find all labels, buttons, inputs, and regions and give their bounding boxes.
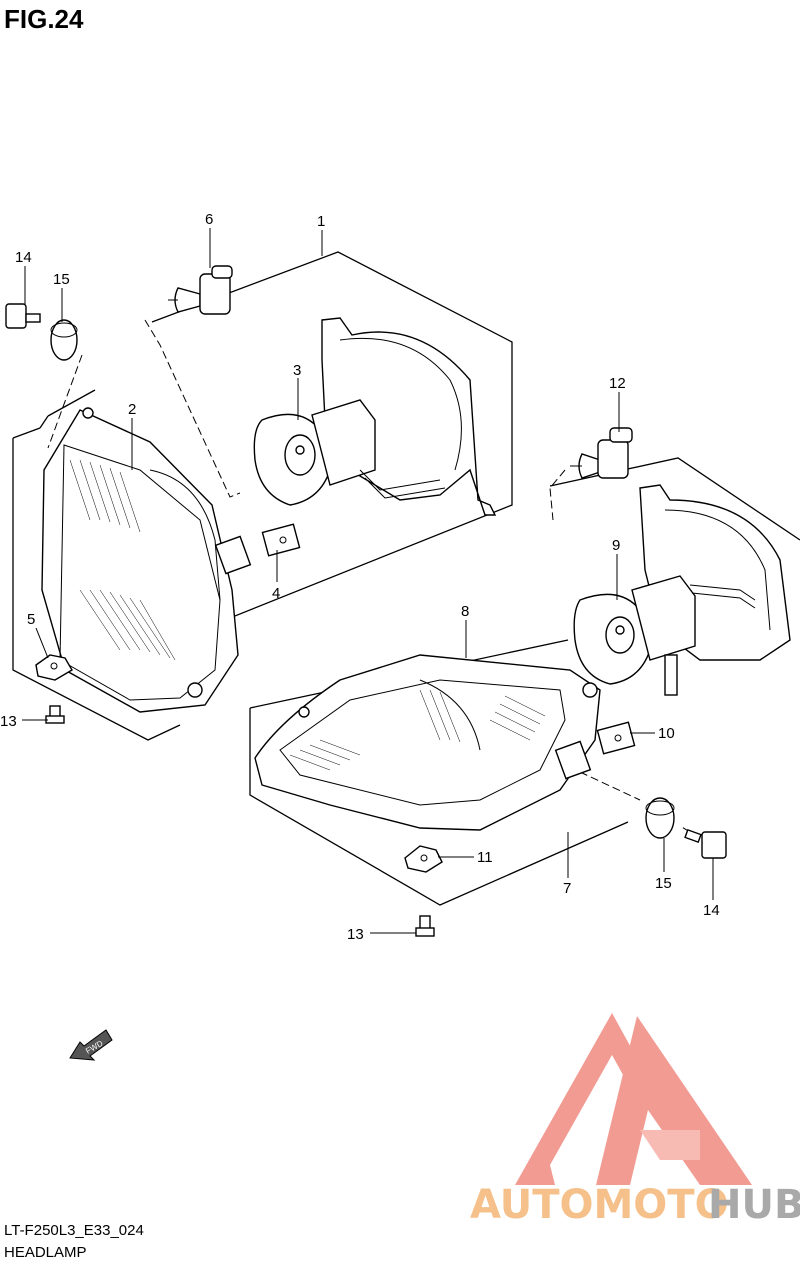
callout-4: 4: [272, 585, 280, 602]
screw-14-upper: [5, 303, 41, 329]
upper-assembly-frame: [12, 251, 513, 741]
callout-2: 2: [128, 401, 136, 418]
callout-labels: 1 2 3 4 5 6 7 8 9 10 11 12 13 13 14 14 1…: [0, 211, 720, 943]
diagram-caption: HEADLAMP: [4, 1244, 87, 1261]
grommet-15-upper: [50, 319, 78, 361]
callout-6: 6: [205, 211, 213, 228]
bulb-lower: [570, 427, 633, 479]
callout-9: 9: [612, 537, 620, 554]
clip-11: [404, 845, 443, 873]
callout-15-upper: 15: [53, 271, 70, 288]
watermark-text-left: AUTOMOTO: [470, 1182, 729, 1228]
callout-13-upper: 13: [0, 713, 17, 730]
callout-11: 11: [477, 849, 493, 866]
upper-dashed-leaders: [47, 319, 241, 498]
callout-7: 7: [563, 880, 571, 897]
callout-1: 1: [317, 213, 325, 230]
callout-14-upper: 14: [15, 249, 32, 266]
socket-housing-lower: [573, 484, 791, 696]
screw-13-upper: [45, 705, 65, 724]
clip-10: [596, 721, 636, 755]
automotohub-logo-icon: [515, 1013, 752, 1185]
diagram-code: LT-F250L3_E33_024: [4, 1222, 144, 1239]
screw-13-lower: [415, 915, 435, 937]
fwd-arrow-icon: FWD: [69, 1029, 113, 1061]
callout-10: 10: [658, 725, 675, 742]
grommet-15-lower: [645, 797, 675, 839]
screw-14-lower: [684, 828, 727, 859]
callout-15-lower: 15: [655, 875, 672, 892]
bulb-upper: [168, 265, 233, 315]
callout-14-lower: 14: [703, 902, 720, 919]
watermark-text-right: HUB: [708, 1182, 800, 1228]
callout-leaders: [22, 228, 714, 934]
callout-12: 12: [609, 375, 626, 392]
callout-5: 5: [27, 611, 35, 628]
figure-title: FIG.24: [4, 4, 84, 34]
socket-housing-upper: [253, 317, 497, 516]
callout-8: 8: [461, 603, 469, 620]
headlamp-lens-lower: [254, 654, 601, 831]
clip-upper: [261, 523, 301, 557]
callout-3: 3: [293, 362, 301, 379]
headlamp-lens-upper: [41, 407, 252, 713]
callout-13-lower: 13: [347, 926, 364, 943]
clip-5: [35, 654, 73, 681]
